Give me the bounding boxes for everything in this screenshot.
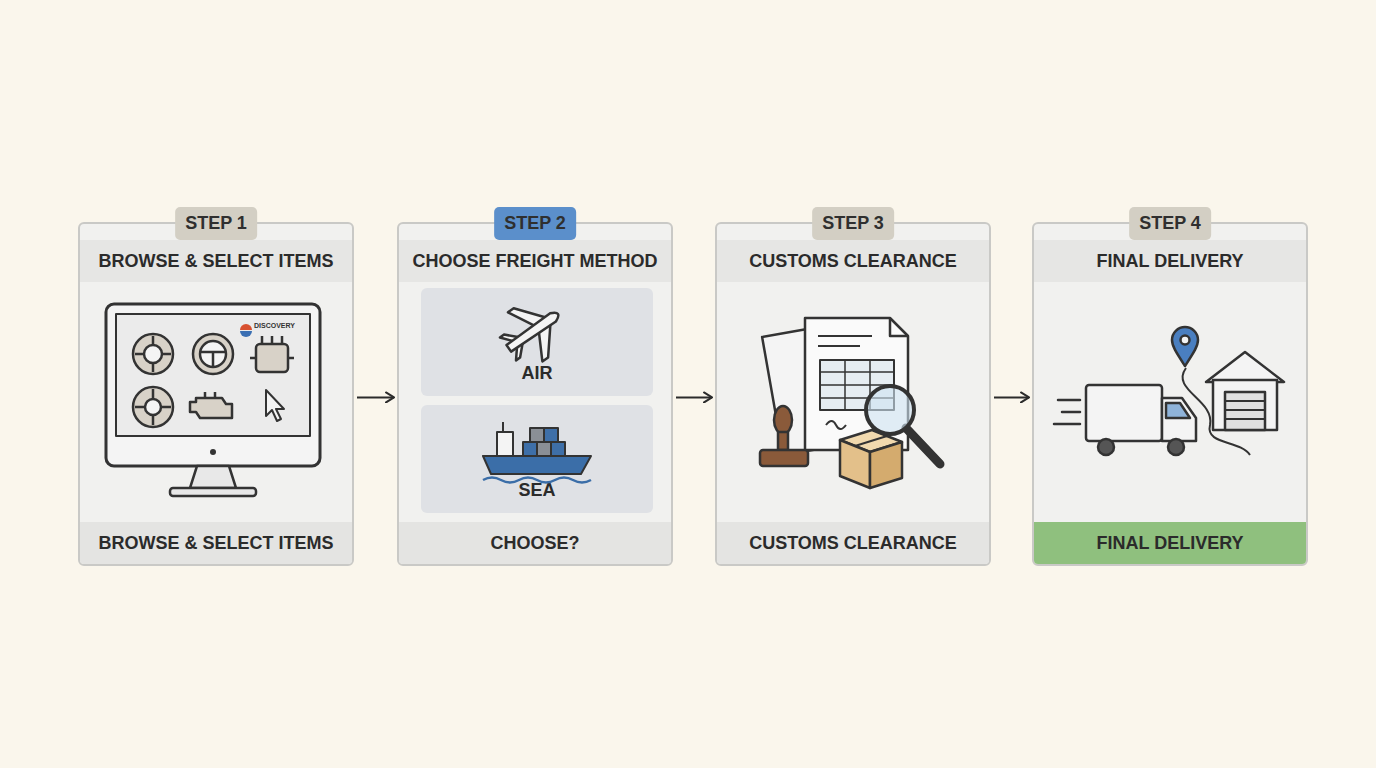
step-badge: STEP 1 (175, 207, 257, 240)
flow-arrow (994, 396, 1029, 398)
freight-option-label: SEA (421, 480, 653, 501)
step-footer: CHOOSE? (399, 522, 671, 564)
step-panel: STEP 2CHOOSE FREIGHT METHODCHOOSE?AIRSEA (397, 222, 673, 566)
flow-arrow (676, 396, 712, 398)
step-heading: CUSTOMS CLEARANCE (717, 240, 989, 282)
step-heading: BROWSE & SELECT ITEMS (80, 240, 352, 282)
step-badge: STEP 4 (1129, 207, 1211, 240)
freight-option-box: AIR (421, 288, 653, 396)
flow-arrow (357, 396, 394, 398)
freight-option-box: SEA (421, 405, 653, 513)
step-heading: FINAL DELIVERY (1034, 240, 1306, 282)
step-panel: STEP 1BROWSE & SELECT ITEMSBROWSE & SELE… (78, 222, 354, 566)
step-panel: STEP 3CUSTOMS CLEARANCECUSTOMS CLEARANCE (715, 222, 991, 566)
logo-text: DISCOVERY (254, 322, 295, 329)
step-badge: STEP 2 (494, 207, 576, 240)
step-badge: STEP 3 (812, 207, 894, 240)
step-heading: CHOOSE FREIGHT METHOD (399, 240, 671, 282)
freight-option-label: AIR (421, 363, 653, 384)
step-footer: CUSTOMS CLEARANCE (717, 522, 989, 564)
step-panel: STEP 4FINAL DELIVERYFINAL DELIVERY (1032, 222, 1308, 566)
step-footer: BROWSE & SELECT ITEMS (80, 522, 352, 564)
step-footer: FINAL DELIVERY (1034, 522, 1306, 564)
